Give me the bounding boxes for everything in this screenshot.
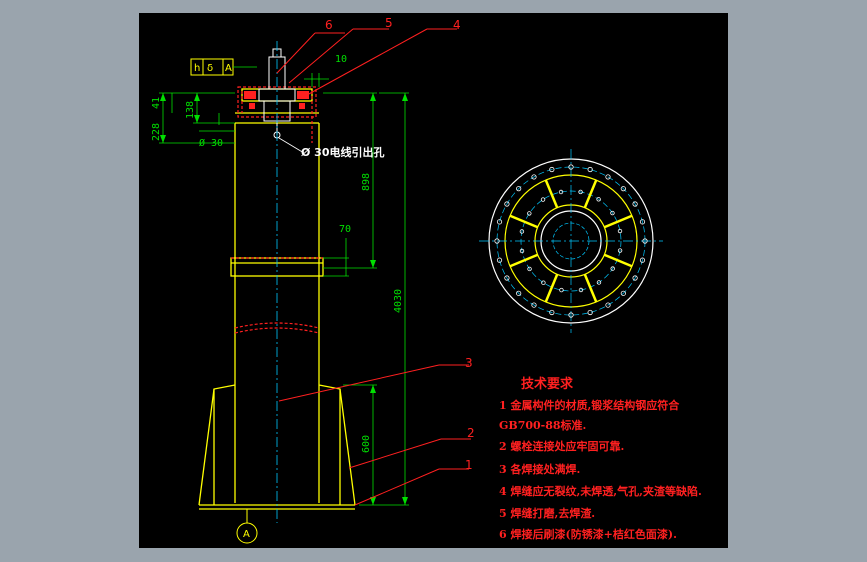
- bolt-hole: [531, 174, 537, 180]
- tolerance-symbol: h: [194, 63, 200, 74]
- inner-hole: [527, 211, 532, 216]
- bolt-hole: [516, 290, 522, 296]
- flange-rib: [603, 253, 633, 268]
- flange-rib: [544, 179, 559, 209]
- inner-hole: [610, 266, 615, 271]
- part-label-5: 5: [385, 16, 393, 30]
- inner-hole: [527, 266, 532, 272]
- inner-hole: [596, 280, 602, 285]
- bolt-hole: [568, 312, 574, 318]
- dimension-arrows: [160, 93, 408, 505]
- tech-req-item: 3 各焊接处满焊.: [499, 463, 581, 476]
- inner-hole: [578, 189, 583, 195]
- column-outline: [198, 88, 356, 510]
- hole-note: Ø 30电线引出孔: [301, 145, 385, 159]
- bolt-hole: [549, 309, 555, 316]
- tech-req-item: 6 焊接后刷漆(防锈漆+桔红色面漆).: [499, 528, 677, 541]
- inner-hole: [617, 248, 623, 253]
- tolerance-value: δ: [207, 63, 213, 74]
- inner-hole: [578, 287, 584, 293]
- inner-hole: [596, 197, 601, 202]
- inner-hole: [519, 248, 525, 254]
- inner-hole: [541, 280, 546, 285]
- part-label-6: 6: [325, 18, 333, 32]
- inner-hole: [540, 197, 546, 202]
- bolt-hole: [639, 257, 646, 263]
- bolt-hole: [587, 309, 593, 316]
- dim-4030: 4030: [393, 289, 404, 313]
- tech-req-item: 5 焊缝打磨,去焊渣.: [499, 507, 596, 520]
- dim-41: 41: [151, 97, 162, 109]
- bolt-hole: [504, 201, 510, 207]
- bolt-hole: [496, 257, 503, 263]
- dim-600: 600: [361, 435, 372, 453]
- dimension-lines: [159, 73, 409, 506]
- dim-10: 10: [335, 54, 347, 65]
- bolt-hole: [605, 174, 611, 180]
- flange-rib: [509, 253, 539, 268]
- datum-marker: A: [236, 509, 258, 544]
- dim-70: 70: [339, 224, 351, 235]
- bolt-hole: [568, 164, 574, 170]
- bolt-hole: [494, 238, 500, 244]
- drawing-svg: 10 228 41 138 Ø 30 898 70 4030 600 h δ A…: [151, 16, 663, 544]
- tech-req-item: 1 金属构件的材质,锻浆结构钢应符合: [499, 399, 680, 412]
- part-leaders: [276, 28, 471, 506]
- bolt-hole: [587, 166, 593, 173]
- dim-30: Ø 30: [199, 137, 223, 149]
- bolt-hole: [620, 290, 626, 296]
- dim-138: 138: [185, 101, 196, 119]
- part-label-2: 2: [467, 426, 475, 440]
- tech-req-item: 4 焊缝应无裂纹,未焊透,气孔,夹渣等缺陷.: [499, 485, 702, 498]
- tolerance-datum: A: [225, 63, 232, 74]
- bolt-hole: [620, 186, 626, 192]
- flange-rib: [583, 179, 598, 209]
- bolt-hole: [639, 219, 646, 225]
- flange-rib: [544, 273, 559, 303]
- part-label-4: 4: [453, 18, 461, 32]
- part-label-3: 3: [465, 356, 473, 370]
- tech-requirements-title: 技术要求: [521, 377, 574, 392]
- inner-hole: [559, 287, 564, 293]
- bolt-hole: [632, 275, 638, 281]
- part-label-1: 1: [465, 458, 473, 472]
- flange-rib: [509, 214, 539, 229]
- bolt-hole: [516, 186, 522, 192]
- tech-req-item: 2 螺栓连接处应牢固可靠.: [499, 440, 625, 453]
- inner-hole: [610, 210, 615, 216]
- cad-drawing-area[interactable]: 10 228 41 138 Ø 30 898 70 4030 600 h δ A…: [139, 13, 728, 548]
- flange-rib: [583, 273, 598, 303]
- datum-label: A: [243, 529, 250, 540]
- bolt-hole: [605, 302, 611, 308]
- bolt-hole: [642, 238, 648, 244]
- inner-hole: [519, 229, 525, 234]
- inner-hole: [558, 189, 564, 195]
- tech-req-item: GB700-88标准.: [499, 419, 587, 432]
- dim-228: 228: [151, 123, 162, 141]
- flange-top-view: [479, 149, 663, 333]
- flange-rib: [603, 214, 633, 229]
- bolt-hole: [549, 166, 555, 173]
- bolt-hole: [496, 219, 503, 225]
- bolt-hole: [504, 275, 510, 281]
- dim-898: 898: [361, 173, 372, 191]
- top-bolts: [244, 91, 309, 109]
- inner-hole: [617, 228, 623, 234]
- bolt-hole: [531, 302, 537, 308]
- bolt-hole: [632, 201, 638, 207]
- tolerance-frame: h δ A: [190, 58, 257, 76]
